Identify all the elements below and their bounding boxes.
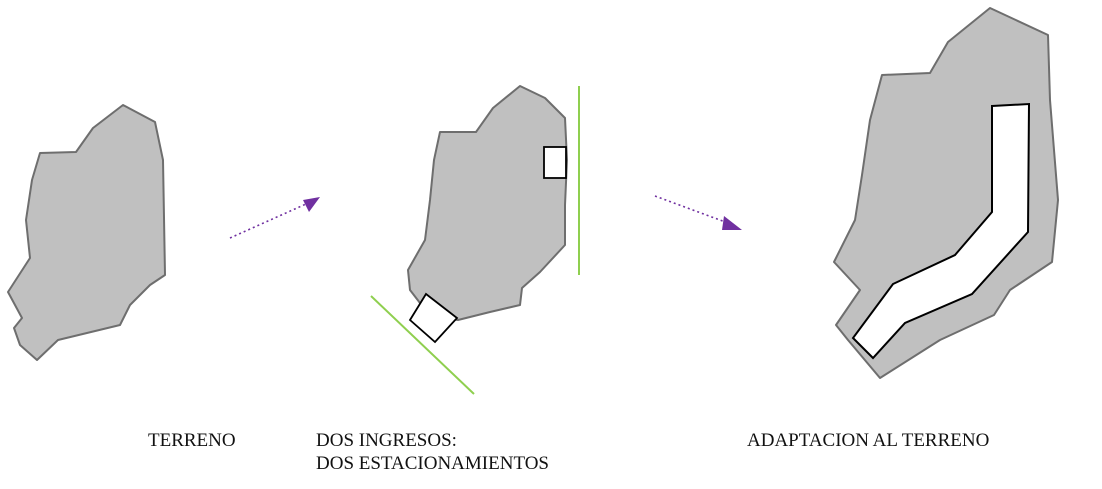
- transition-arrow-2: [654, 195, 742, 230]
- terrain-step-1: [7, 104, 166, 361]
- caption-text: ADAPTACION AL TERRENO: [747, 430, 990, 451]
- terrain-step-2: [370, 85, 580, 395]
- terrain-shape: [407, 85, 568, 321]
- caption-text: TERRENO: [148, 430, 236, 451]
- terrain-shape: [833, 7, 1059, 379]
- building-footprint: [851, 102, 1031, 360]
- parking-area-east: [543, 146, 567, 179]
- caption-dos-ingresos: DOS INGRESOS: DOS ESTACIONAMIENTOS: [316, 429, 549, 475]
- arrow-shaft: [229, 203, 307, 239]
- parking-area-southwest: [408, 292, 459, 344]
- caption-text-line-1: DOS INGRESOS:: [316, 430, 457, 451]
- terrain-shape: [7, 104, 166, 361]
- arrow-head: [303, 197, 320, 212]
- caption-adaptacion: ADAPTACION AL TERRENO: [747, 429, 989, 452]
- transition-arrow-1: [229, 197, 320, 239]
- arrow-shaft: [654, 195, 729, 224]
- access-line-southwest: [370, 295, 475, 395]
- caption-terreno: TERRENO: [148, 429, 236, 452]
- terrain-step-3: [833, 7, 1059, 379]
- arrow-head: [722, 216, 742, 230]
- caption-text-line-2: DOS ESTACIONAMIENTOS: [316, 453, 550, 474]
